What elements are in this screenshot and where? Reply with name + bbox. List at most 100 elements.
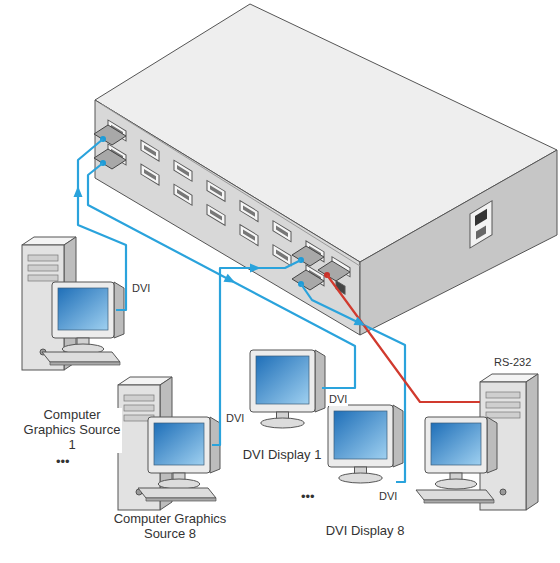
port-pins [144, 145, 156, 156]
port-pins [210, 209, 222, 220]
monitor-bezel [148, 417, 210, 473]
dvi-port [174, 184, 192, 205]
monitor-screen [154, 423, 204, 465]
port-pins [177, 165, 189, 176]
drive-bay [486, 412, 520, 418]
dvi-port [207, 180, 225, 201]
label: DVI Display 8 [305, 524, 425, 539]
flow-arrowhead [250, 264, 261, 273]
rear-panel [95, 100, 360, 335]
power-switch [476, 225, 486, 239]
monitor-bezel [328, 405, 393, 467]
monitor-screen [334, 411, 387, 459]
port-shell [273, 245, 291, 266]
monitor-base [435, 479, 476, 489]
port-shell [174, 184, 192, 205]
port-pins [144, 169, 156, 180]
port-pins [276, 226, 288, 237]
drive-bay [28, 275, 58, 281]
monitor-base [339, 473, 382, 483]
port-pins [243, 229, 255, 240]
keyboard-edge [146, 498, 216, 501]
monitor-base [261, 418, 304, 428]
device-group [22, 237, 538, 510]
dvi-input-cable [212, 260, 301, 445]
monitor-screen [256, 356, 309, 404]
label-text: Computer Graphics Source 1 [22, 408, 122, 453]
label-text: DVI [225, 412, 245, 425]
label: Computer Graphics Source 8 [104, 512, 236, 542]
label: DVI [225, 412, 245, 425]
monitor-screen [431, 423, 481, 465]
dvi-port [273, 221, 291, 242]
socket-shell [470, 201, 492, 248]
label-text: DVI [131, 282, 151, 295]
port-pins [276, 250, 288, 261]
drive-bay [124, 405, 154, 411]
port-shell [141, 164, 159, 185]
port-shell [141, 140, 159, 161]
label-text: RS-232 [493, 356, 532, 369]
switcher-housing [95, 4, 557, 335]
label-text: ••• [300, 490, 316, 505]
label-text: Computer Graphics Source 8 [104, 512, 236, 542]
dvi-output-cable [88, 163, 355, 388]
flow-arrowhead [354, 317, 368, 330]
dvi-port [207, 204, 225, 225]
flow-arrowhead [74, 186, 83, 197]
monitor-side [487, 417, 497, 473]
label: Computer Graphics Source 1 [22, 408, 122, 453]
cable-plug [318, 261, 350, 281]
drive-bay [124, 395, 154, 401]
flow-arrowhead [223, 274, 237, 287]
rs232-cable [327, 275, 480, 402]
label: RS-232 [493, 356, 532, 369]
drive-bay [28, 265, 58, 271]
label: ••• [300, 490, 316, 505]
tower-side [526, 374, 538, 510]
cable-group [74, 139, 481, 482]
label: DVI [131, 282, 151, 295]
port-shell [240, 201, 258, 222]
keyboard-edge [424, 500, 494, 503]
monitor-bezel [250, 350, 315, 412]
label: DVI [328, 393, 348, 406]
label-text: DVI [328, 393, 348, 406]
keyboard-edge [50, 362, 120, 365]
keyboard [138, 488, 216, 498]
port-pins [243, 205, 255, 216]
port-shell [240, 225, 258, 246]
power-socket [470, 201, 492, 248]
label: DVI Display 1 [222, 448, 342, 463]
port-shell [207, 204, 225, 225]
port-pins [177, 189, 189, 200]
port-pins [210, 185, 222, 196]
monitor-screen [58, 288, 108, 330]
cable-plug [292, 270, 324, 290]
monitor-bezel [425, 417, 487, 473]
socket-inlet [475, 209, 487, 226]
drive-bay [486, 402, 520, 408]
dvi-port [141, 140, 159, 161]
label-text: DVI [378, 490, 398, 503]
dvi-port [240, 225, 258, 246]
dvi-port [240, 201, 258, 222]
port-shell [174, 160, 192, 181]
panel-rim [101, 104, 360, 266]
label-text: DVI Display 1 [242, 448, 323, 463]
power-button [500, 489, 506, 495]
monitor-side [315, 350, 325, 412]
port-group [94, 120, 492, 294]
keyboard [42, 352, 120, 362]
housing-top [95, 4, 557, 262]
label-text: ••• [55, 455, 71, 470]
port-shell [207, 180, 225, 201]
dvi-port [174, 160, 192, 181]
port-shell [273, 221, 291, 242]
dvi-port [141, 164, 159, 185]
keyboard [416, 490, 494, 500]
monitor-bezel [52, 282, 114, 338]
drive-bay [486, 392, 520, 398]
